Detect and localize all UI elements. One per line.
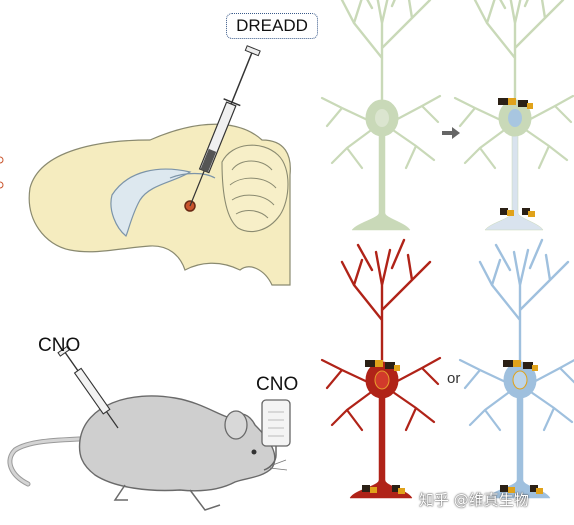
neuron-after-dreadd (453, 0, 574, 231)
neuron-icon (320, 238, 442, 499)
brain-panel (0, 45, 291, 286)
neuron-activated (320, 238, 442, 499)
receptor-icon (500, 360, 543, 494)
cno-bottle-label: CNO (256, 374, 299, 395)
neuron-icon (458, 238, 574, 499)
syringe-icon (189, 45, 261, 207)
dreadd-label: DREADD (226, 13, 318, 39)
water-bottle-icon (261, 399, 291, 471)
neuron-icon (453, 0, 574, 231)
neuron-icon (320, 0, 442, 231)
watermark: 知乎 @维真生物 (419, 491, 529, 509)
arrow-icon (442, 127, 460, 139)
syringe-icon (57, 345, 119, 429)
mouse-panel (7, 345, 291, 511)
neuron-inhibited (458, 238, 574, 499)
or-label: or (447, 370, 461, 387)
cno-syringe-label: CNO (38, 335, 81, 356)
receptor-icon (498, 98, 535, 217)
receptor-icon (362, 360, 405, 494)
neuron-before (320, 0, 442, 231)
